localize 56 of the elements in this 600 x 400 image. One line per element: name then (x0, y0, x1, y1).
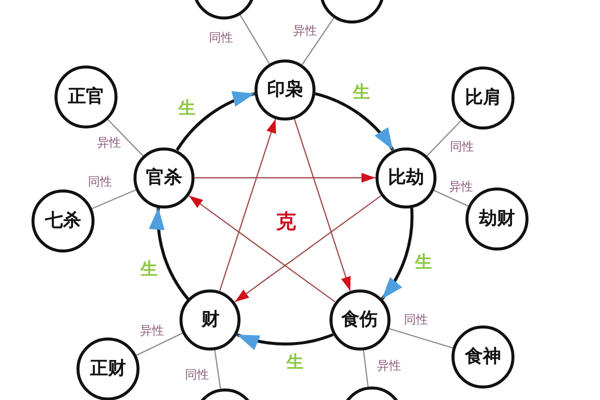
connector-line (92, 189, 136, 210)
edge-label: 生 (415, 253, 432, 272)
arrow (380, 208, 414, 300)
circle-node (133, 146, 196, 209)
arrow (150, 208, 190, 300)
arrow (234, 195, 382, 302)
edge-label: 生 (353, 83, 370, 102)
connector-line (136, 332, 184, 356)
edge-label: 异性 (449, 180, 473, 194)
circle-node (31, 189, 95, 253)
arrow (236, 333, 334, 350)
node-label: 比肩 (465, 88, 501, 108)
edge-label: 异性 (293, 24, 317, 38)
arrow (314, 92, 394, 151)
arrow (219, 118, 276, 291)
arrow (188, 195, 336, 302)
connector-line (107, 119, 144, 156)
node-label: 劫财 (479, 209, 515, 229)
node-label: 正财 (90, 359, 126, 379)
connector-line (362, 350, 369, 387)
node-label: 官杀 (146, 168, 182, 188)
edge-label: 同性 (404, 313, 428, 327)
edge-label: 异性 (140, 324, 164, 338)
circle-node (451, 325, 515, 389)
edge-label: 同性 (185, 368, 209, 382)
circle-node (451, 66, 515, 130)
connector-line (433, 190, 469, 207)
connector-line (426, 120, 462, 156)
node-label: 食伤 (342, 310, 378, 330)
node-label: 正官 (68, 87, 104, 107)
connector-line (388, 328, 454, 348)
edge-label: 异性 (377, 359, 401, 373)
circle-node (254, 59, 316, 121)
node-label: 财 (201, 310, 220, 330)
edge-label: 同性 (88, 175, 112, 189)
edge-label: 异性 (97, 136, 121, 150)
node-label: 比劫 (388, 168, 424, 188)
node-label: 七杀 (45, 211, 81, 231)
arrow (176, 92, 256, 151)
circle-node (54, 65, 118, 129)
node-label: 印枭 (267, 80, 303, 100)
edge-label: 生 (178, 99, 196, 118)
circle-node (328, 288, 391, 351)
relation-label: 克 (276, 210, 296, 232)
arrow (294, 118, 351, 291)
arrow (194, 172, 376, 183)
circle-node (179, 288, 242, 351)
edge-label: 生 (286, 353, 304, 372)
node-label: 食神 (465, 347, 501, 367)
edge-label: 生 (140, 260, 158, 280)
edge-label: 同性 (209, 31, 233, 45)
connector-line (214, 350, 222, 389)
circle-node (374, 146, 437, 209)
connector-line (240, 14, 270, 64)
edge-label: 同性 (450, 140, 474, 154)
connector-line (302, 18, 334, 66)
